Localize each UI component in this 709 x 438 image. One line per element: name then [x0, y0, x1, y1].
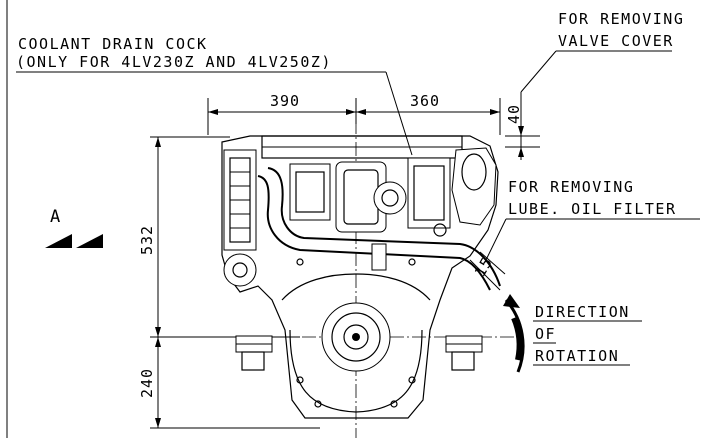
direction-label-line3: ROTATION	[535, 347, 619, 365]
dim-right-width: 360	[410, 92, 440, 110]
dim-upper-height: 532	[138, 225, 156, 255]
dim-left-width: 390	[270, 92, 300, 110]
coolant-label-line1: COOLANT DRAIN COCK	[18, 35, 208, 53]
oil-label-line2: LUBE. OIL FILTER	[508, 200, 677, 218]
oil-label-line1: FOR REMOVING	[508, 178, 634, 196]
dim-lower-height: 240	[138, 368, 156, 398]
oil-clearance-dimension	[469, 251, 506, 291]
coolant-leader-line	[385, 71, 413, 156]
view-marker-label: A	[50, 207, 62, 227]
valve-clearance-dimension	[505, 92, 540, 160]
oil-leader-line	[484, 218, 507, 263]
engine-body	[221, 135, 501, 419]
valve-leader-line	[520, 50, 557, 93]
direction-label-line2: OF	[535, 325, 556, 343]
view-marker-arrow	[45, 234, 103, 248]
direction-label-line1: DIRECTION	[535, 303, 630, 321]
dim-valve-clearance: 40	[505, 104, 523, 124]
rotation-direction-arrow	[503, 294, 525, 373]
valve-label-line1: FOR REMOVING	[558, 10, 684, 28]
width-dimension-lines	[207, 98, 501, 135]
crankshaft-pulley	[321, 302, 391, 372]
valve-label-line2: VALVE COVER	[558, 32, 674, 50]
coolant-label-line2: (ONLY FOR 4LV230Z AND 4LV250Z)	[16, 53, 332, 71]
